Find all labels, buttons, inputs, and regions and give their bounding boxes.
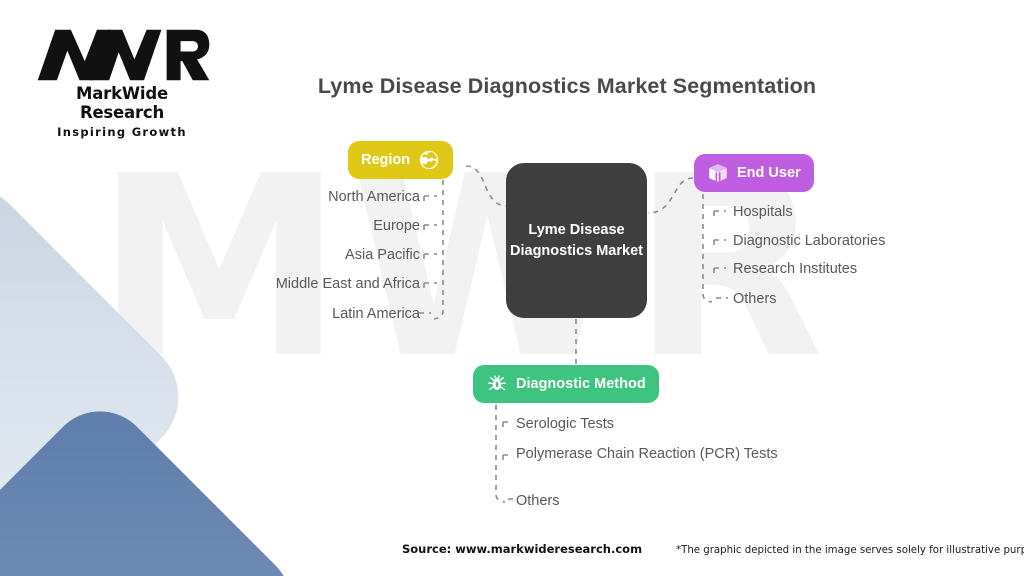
stub-region-0	[423, 195, 437, 203]
list-item[interactable]: Middle East and Africa	[275, 276, 420, 292]
stub-region-2	[423, 253, 437, 261]
badge-method[interactable]: Diagnostic Method	[473, 365, 659, 403]
list-item[interactable]: Others	[516, 493, 560, 509]
stub-region-3	[423, 282, 437, 290]
badge-enduser-label: End User	[737, 165, 801, 181]
mwr-logo-icon	[37, 29, 210, 81]
brand-tagline: Inspiring Growth	[57, 125, 187, 139]
list-item[interactable]: Polymerase Chain Reaction (PCR) Tests	[516, 446, 778, 462]
spine-enduser	[702, 194, 713, 303]
connector-enduser-to-center	[647, 177, 694, 214]
list-item[interactable]: Asia Pacific	[345, 247, 420, 263]
list-item[interactable]: Serologic Tests	[516, 416, 615, 432]
list-item[interactable]: Others	[733, 291, 777, 307]
brand-logo: MarkWide Research Inspiring Growth	[36, 28, 210, 139]
source-text: Source: www.markwideresearch.com	[402, 542, 643, 556]
stub-enduser-0	[713, 210, 726, 218]
page-title: Lyme Disease Diagnostics Market Segmenta…	[317, 74, 817, 98]
brand-name: MarkWide Research	[76, 84, 168, 122]
list-item[interactable]: Hospitals	[733, 204, 793, 220]
list-item[interactable]: Research Institutes	[733, 261, 858, 277]
tick-bug-icon	[486, 373, 508, 395]
spine-method	[495, 405, 506, 503]
list-item[interactable]: North America	[328, 189, 420, 205]
center-node[interactable]: Lyme Disease Diagnostics Market	[506, 163, 647, 318]
globe-icon	[418, 149, 440, 171]
badge-method-label: Diagnostic Method	[516, 376, 646, 392]
stub-enduser-1	[713, 239, 726, 247]
disclaimer-text: *The graphic depicted in the image serve…	[676, 545, 1024, 556]
list-item[interactable]: Diagnostic Laboratories	[733, 233, 886, 249]
box-icon	[707, 162, 729, 184]
list-item[interactable]: Europe	[373, 218, 420, 234]
list-item[interactable]: Latin America	[332, 306, 420, 322]
badge-region[interactable]: Region	[348, 141, 454, 179]
stub-method-0	[502, 421, 513, 429]
spine-region	[433, 180, 444, 320]
stub-method-1	[502, 454, 513, 462]
badge-region-label: Region	[361, 152, 411, 168]
center-node-label: Lyme Disease Diagnostics Market	[510, 221, 643, 259]
connector-region-to-center	[465, 165, 507, 207]
badge-enduser[interactable]: End User	[694, 154, 814, 192]
corner-shape-dark	[0, 389, 313, 576]
corner-shape-light	[0, 163, 203, 576]
stub-enduser-2	[713, 267, 726, 275]
stub-region-1	[423, 224, 437, 232]
